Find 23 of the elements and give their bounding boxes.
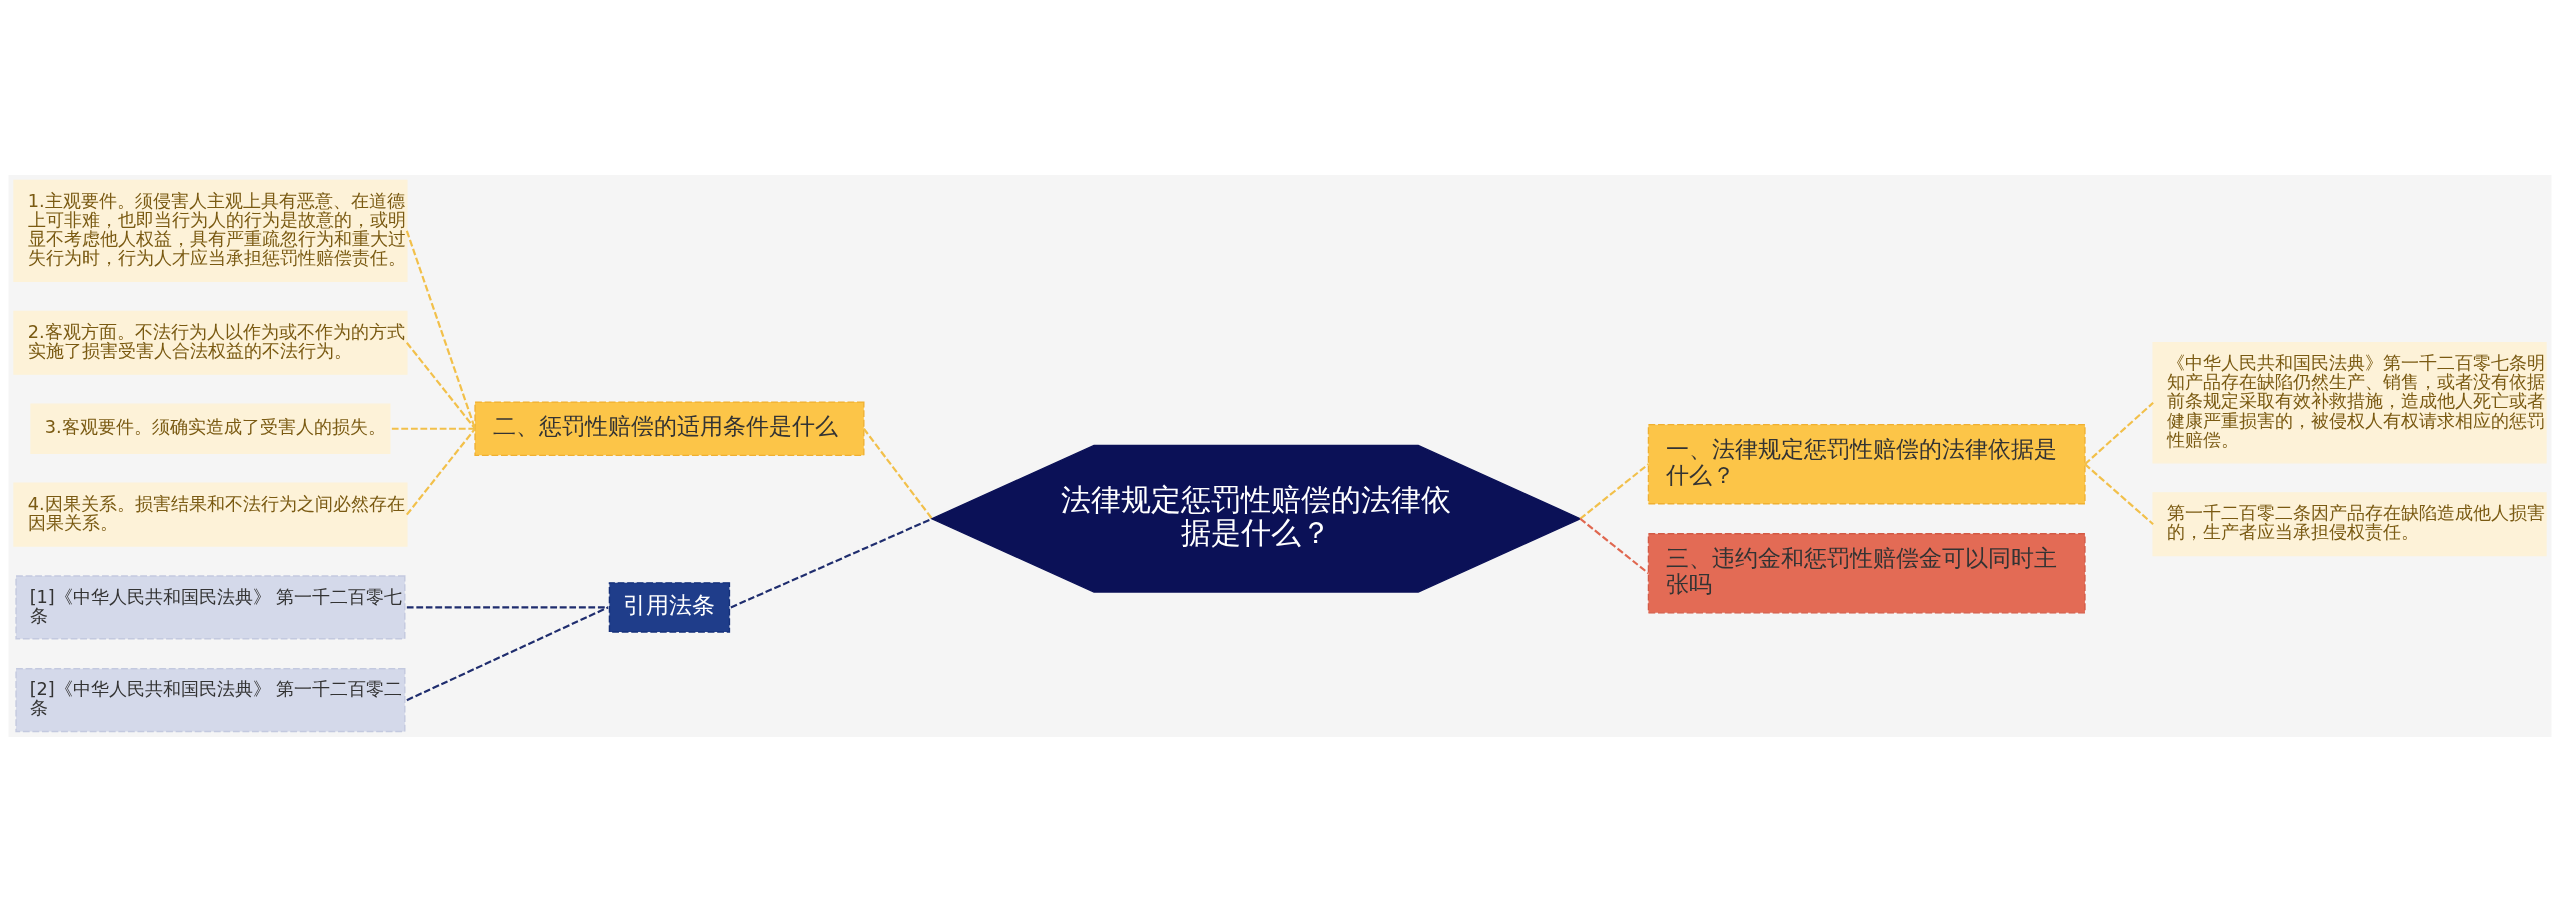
- connector: [406, 605, 609, 701]
- node-box: [2]《中华人民共和国民法典》 第一千二百零二条: [15, 667, 406, 732]
- connector: [406, 341, 476, 429]
- connector: [1579, 462, 1650, 520]
- connector: [1579, 517, 1650, 574]
- node-box: 三、违约金和惩罚性赔偿金可以同时主张吗: [1647, 532, 2086, 614]
- node-box: 第一千二百零二条因产品存在缺陷造成他人损害的，生产者应当承担侵权责任。: [2152, 491, 2547, 556]
- node-box: 2.客观方面。不法行为人以作为或不作为的方式实施了损害受害人合法权益的不法行为。: [13, 310, 408, 375]
- node-box: 3.客观要件。须确实造成了受害人的损失。: [30, 403, 391, 454]
- node-box: 二、惩罚性赔偿的适用条件是什么: [474, 400, 865, 456]
- connector: [2084, 462, 2154, 525]
- node-box: 引用法条: [608, 581, 731, 633]
- connector: [406, 427, 476, 515]
- node-box: [1]《中华人民共和国民法典》 第一千二百零七条: [15, 574, 406, 639]
- node-box: 《中华人民共和国民法典》第一千二百零七条明知产品存在缺陷仍然生产、销售，或者没有依据前条规定采取有效补救措施，造成他人死亡或者健康严重损害的，被侵权人有权请求相应的惩罚性赔偿。: [2152, 341, 2547, 463]
- connector: [391, 427, 476, 430]
- node-box: 1.主观要件。须侵害人主观上具有恶意、在道德上可非难，也即当行为人的行为是故意的，或明显不考虑他人权益，具有严重疏忽行为和重大过失行为时，行为人才应当承担惩罚性赔偿责任。: [13, 179, 408, 282]
- connector: [730, 517, 933, 608]
- connector: [862, 427, 933, 519]
- node-box: 一、法律规定惩罚性赔偿的法律依据是什么？: [1647, 423, 2086, 504]
- connector: [405, 230, 477, 429]
- node-box: 4.因果关系。损害结果和不法行为之间必然存在因果关系。: [13, 482, 408, 547]
- connector: [2084, 401, 2154, 465]
